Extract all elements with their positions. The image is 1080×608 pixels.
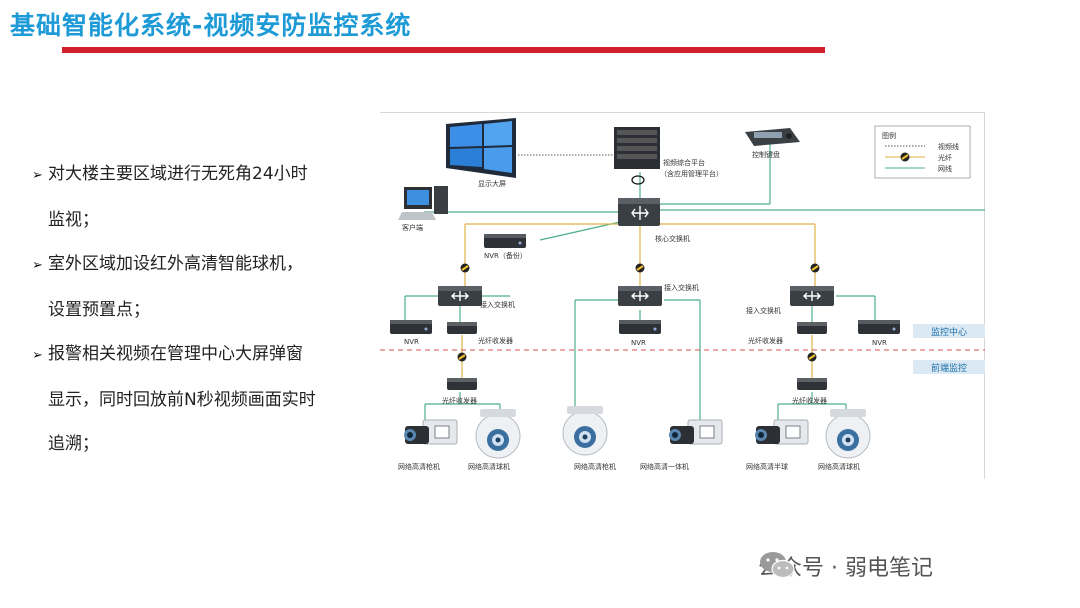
fiber-node-icon [456, 351, 468, 363]
platform-label-line1: 视频综合平台 [663, 158, 705, 167]
nvr-left-label: NVR [404, 338, 419, 346]
display-wall-label: 显示大屏 [478, 179, 506, 188]
bullet-list: ➢对大楼主要区域进行无死角24小时 监视； ➢室外区域加设红外高清智能球机， 设… [32, 152, 362, 466]
fiber-transceiver-lower-right-icon [797, 378, 827, 390]
legend-title: 图例 [882, 131, 896, 140]
watermark: 公众号 · 弱电笔记 [758, 550, 933, 582]
zone-lower-label: 前端监控 [931, 362, 967, 374]
core-switch-icon [618, 198, 660, 226]
zone-lower-badge [913, 360, 985, 374]
bullet-arrow-icon: ➢ [32, 258, 43, 273]
bullet-arrow-icon: ➢ [32, 348, 43, 363]
nvr-right-label: NVR [872, 339, 887, 347]
fiber-node-icon [806, 351, 818, 363]
legend-item-network: 网线 [938, 164, 952, 173]
nvr-left-icon [390, 320, 432, 334]
bullet-camera-middle-label: 网络高清枪机 [574, 462, 616, 471]
bullet-arrow-icon: ➢ [32, 168, 43, 183]
fiber-transceiver-upper-right-icon [797, 322, 827, 334]
core-switch-label: 核心交换机 [655, 234, 690, 243]
video-platform-icon [614, 127, 660, 185]
dome-camera-left-label: 网络高清球机 [468, 462, 510, 471]
all-in-one-camera-label: 网络高清一体机 [640, 462, 689, 471]
display-wall-icon [446, 118, 516, 178]
nvr-backup-label: NVR（备份） [484, 251, 527, 260]
page-title: 基础智能化系统-视频安防监控系统 [10, 11, 412, 40]
access-switch-left-icon [437, 285, 483, 307]
client-pc-icon [398, 186, 448, 220]
dome-camera-left-icon [475, 408, 521, 459]
bullet-item: ➢对大楼主要区域进行无死角24小时 监视； [32, 152, 362, 242]
access-switch-middle-label: 接入交换机 [664, 283, 699, 292]
zone-upper-badge [913, 324, 985, 338]
nvr-right-icon [858, 320, 900, 334]
dome-camera-right-label: 网络高清球机 [818, 462, 860, 471]
title-underline [62, 47, 825, 53]
network-lines [404, 140, 985, 432]
dome-camera-right-icon [825, 408, 871, 459]
control-keyboard-label: 控制键盘 [752, 150, 780, 159]
fiber-node-icon [634, 262, 646, 274]
fiber-transceiver-upper-right-label: 光纤收发器 [748, 336, 783, 345]
bullet-item: ➢报警相关视频在管理中心大屏弹窗 显示，同时回放前N秒视频画面实时 追溯； [32, 332, 362, 466]
all-in-one-camera-icon [668, 419, 723, 445]
half-dome-camera-icon [754, 419, 809, 445]
bullet-camera-left-label: 网络高清枪机 [398, 462, 440, 471]
control-keyboard-icon [745, 128, 800, 146]
half-dome-camera-label: 网络高清半球 [746, 462, 788, 471]
legend-item-video: 视频线 [938, 142, 959, 151]
platform-label-line2: （含应用管理平台） [660, 169, 723, 178]
access-switch-left-label: 接入交换机 [480, 300, 515, 309]
fiber-node-icon [809, 262, 821, 274]
fiber-transceiver-lower-left-label: 光纤收发器 [442, 396, 477, 405]
access-switch-right-icon [789, 285, 835, 307]
dome-camera-middle-icon [562, 405, 608, 456]
bullet-item: ➢室外区域加设红外高清智能球机， 设置预置点； [32, 242, 362, 332]
fiber-transceiver-upper-left-icon [447, 322, 477, 334]
fiber-transceiver-upper-left-label: 光纤收发器 [478, 336, 513, 345]
nvr-backup-icon [484, 234, 526, 248]
nvr-middle-icon [619, 320, 661, 334]
zone-upper-label: 监控中心 [931, 326, 967, 338]
fiber-transceiver-lower-right-label: 光纤收发器 [792, 396, 827, 405]
access-switch-right-label: 接入交换机 [746, 306, 781, 315]
fiber-node-icon [459, 262, 471, 274]
diagram-frame [380, 112, 985, 479]
wechat-icon [760, 552, 795, 579]
bullet-camera-left-icon [403, 419, 458, 445]
client-label: 客户端 [402, 223, 423, 232]
legend-box: 图例 视频线 光纤 网线 [874, 125, 971, 179]
nvr-middle-label: NVR [631, 339, 646, 347]
fiber-transceiver-lower-left-icon [447, 378, 477, 390]
legend-item-fiber: 光纤 [938, 153, 952, 162]
access-switch-middle-icon [617, 285, 663, 307]
